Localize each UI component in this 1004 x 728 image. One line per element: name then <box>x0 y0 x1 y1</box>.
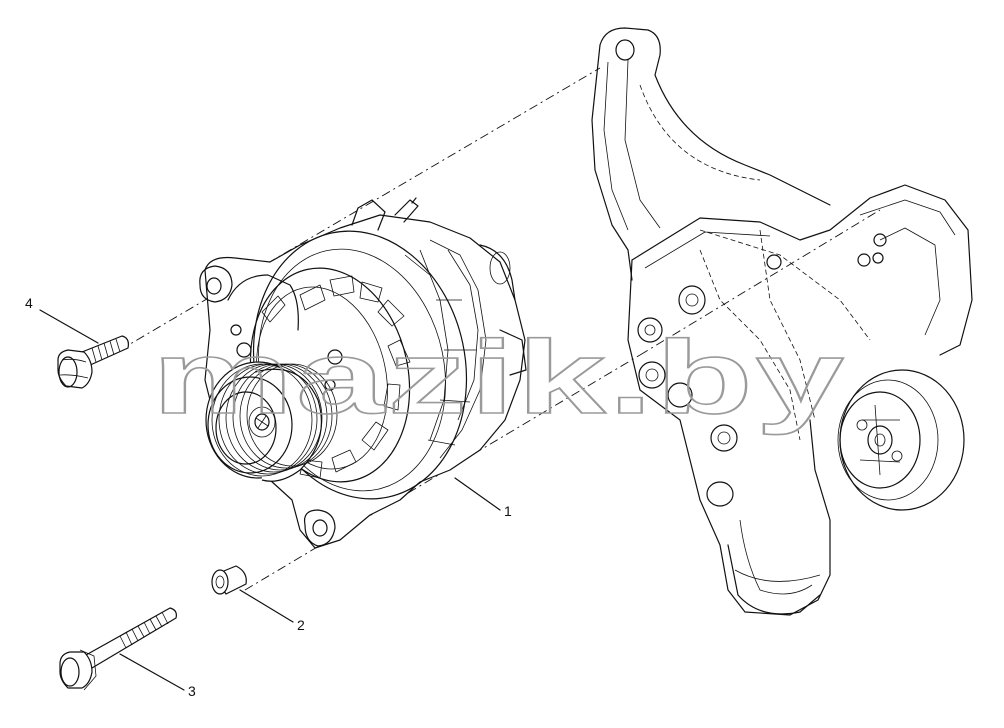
spacer-bushing <box>211 565 247 595</box>
callout-4: 4 <box>25 295 33 311</box>
short-bolt <box>57 335 129 389</box>
callout-3: 3 <box>188 683 196 699</box>
alternator <box>199 197 527 549</box>
watermark: mazik.by <box>152 320 847 436</box>
mounting-bracket <box>591 27 973 616</box>
callout-1: 1 <box>504 503 512 519</box>
callout-leaders <box>39 309 501 691</box>
callout-2: 2 <box>297 617 305 633</box>
long-bolt <box>59 607 177 691</box>
